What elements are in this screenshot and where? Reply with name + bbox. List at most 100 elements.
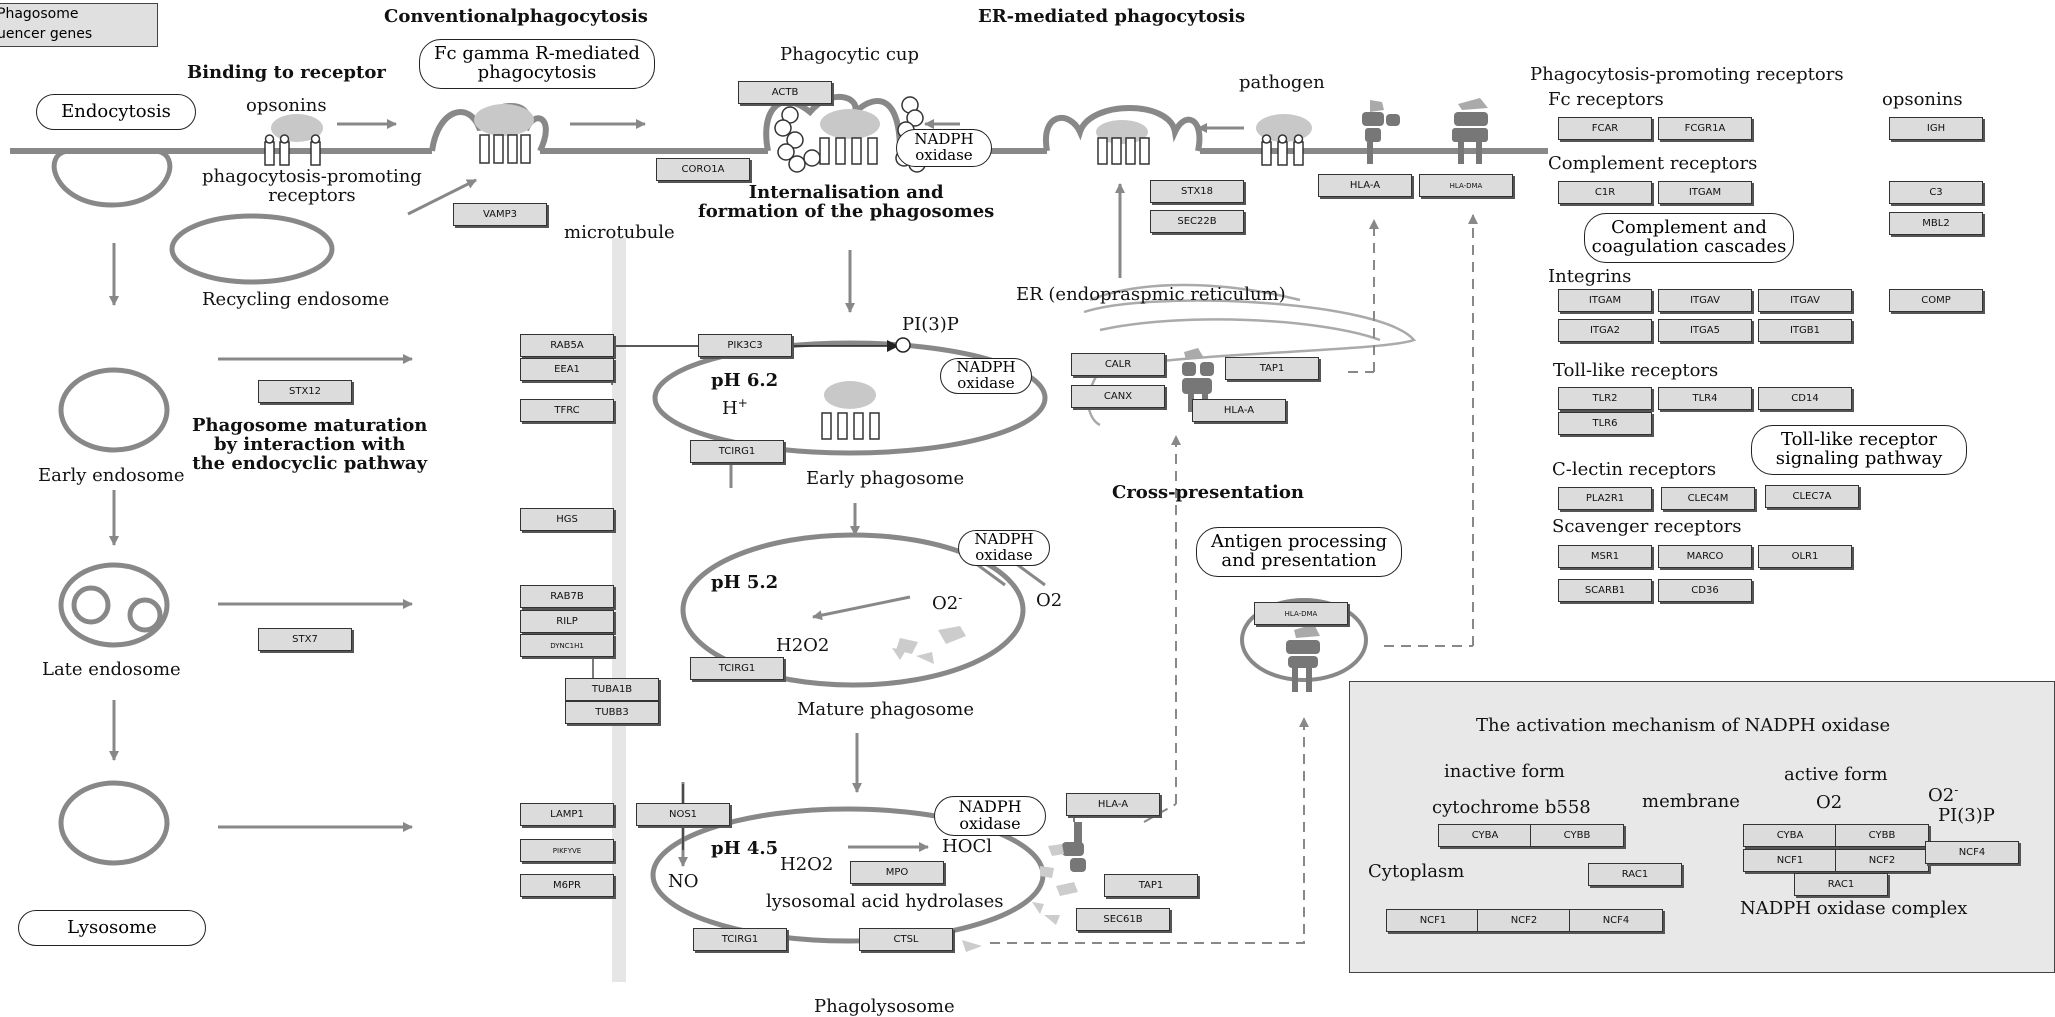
gene-itgam-integrin[interactable]: ITGAM: [1558, 289, 1652, 312]
gene-hla-dma-vesicle[interactable]: HLA-DMA: [1254, 602, 1348, 625]
label-recycling-endosome: Recycling endosome: [202, 289, 390, 310]
label-scavenger-receptors: Scavenger receptors: [1552, 516, 1742, 537]
antigen-processing-link[interactable]: Antigen processing and presentation: [1196, 527, 1402, 577]
gene-c3[interactable]: C3: [1889, 181, 1983, 204]
gene-hla-dma-top[interactable]: HLA-DMA: [1419, 174, 1513, 197]
label-no: NO: [668, 871, 699, 892]
gene-actb[interactable]: ACTB: [738, 81, 832, 104]
gene-pik3c3[interactable]: PIK3C3: [698, 334, 792, 357]
gene-mpo[interactable]: MPO: [850, 861, 944, 884]
label-inactive-form: inactive form: [1444, 761, 1565, 782]
gene-dync1h1[interactable]: DYNC1H1: [520, 634, 614, 657]
gene-ncf2-inactive[interactable]: NCF2: [1477, 909, 1571, 932]
gene-cyba-active[interactable]: CYBA: [1743, 824, 1837, 847]
gene-msr1[interactable]: MSR1: [1558, 545, 1652, 568]
label-hocl: HOCl: [942, 836, 992, 857]
gene-rilp[interactable]: RILP: [520, 610, 614, 633]
label-pathogen: pathogen: [1239, 72, 1325, 93]
gene-ncf1-active[interactable]: NCF1: [1743, 849, 1837, 872]
gene-stx7[interactable]: STX7: [258, 628, 352, 651]
receptor-group-5: [1261, 134, 1304, 166]
gene-hgs[interactable]: HGS: [520, 508, 614, 531]
gene-pla2r1[interactable]: PLA2R1: [1558, 487, 1652, 510]
er-network: [1083, 283, 1417, 427]
gene-itga2[interactable]: ITGA2: [1558, 319, 1652, 342]
gene-itgav-2[interactable]: ITGAV: [1758, 289, 1852, 312]
gene-fcgr1a[interactable]: FCGR1A: [1658, 117, 1752, 140]
gene-itgam-complement[interactable]: ITGAM: [1658, 181, 1752, 204]
gene-tap1-er[interactable]: TAP1: [1225, 357, 1319, 380]
early-phagosome-shape: [652, 340, 1048, 456]
gene-rac1-active[interactable]: RAC1: [1794, 873, 1888, 896]
receptor-group-1: [264, 134, 321, 166]
complement-cascades-link[interactable]: Complement and coagulation cascades: [1584, 213, 1794, 263]
gene-fcar[interactable]: FCAR: [1558, 117, 1652, 140]
gene-rab7b[interactable]: RAB7B: [520, 585, 614, 608]
gene-m6pr[interactable]: M6PR: [520, 874, 614, 897]
gene-cybb-inactive[interactable]: CYBB: [1530, 824, 1624, 847]
gene-marco[interactable]: MARCO: [1658, 545, 1752, 568]
label-panel-o2: O2: [1816, 792, 1843, 813]
gene-itga5[interactable]: ITGA5: [1658, 319, 1752, 342]
mhc-molecule-1: [1362, 100, 1400, 164]
gene-sec61b[interactable]: SEC61B: [1076, 908, 1170, 931]
receptors-panel-title: Phagocytosis-promoting receptors: [1530, 64, 1844, 85]
legend-line-2: uencer genes: [0, 26, 93, 42]
endocytosis-link[interactable]: Endocytosis: [36, 94, 196, 130]
gene-rac1-inactive[interactable]: RAC1: [1588, 863, 1682, 886]
gene-ncf1-inactive[interactable]: NCF1: [1386, 909, 1480, 932]
gene-rab5a[interactable]: RAB5A: [520, 334, 614, 357]
gene-tcirg1-lyso[interactable]: TCIRG1: [693, 928, 787, 951]
gene-ncf4-inactive[interactable]: NCF4: [1569, 909, 1663, 932]
gene-tcirg1-early[interactable]: TCIRG1: [690, 440, 784, 463]
lysosome-link[interactable]: Lysosome: [18, 910, 206, 946]
gene-cd14[interactable]: CD14: [1758, 387, 1852, 410]
gene-hla-a-er[interactable]: HLA-A: [1192, 399, 1286, 422]
gene-coro1a[interactable]: CORO1A: [656, 158, 750, 181]
label-mature-phagosome: Mature phagosome: [797, 699, 974, 720]
gene-igh[interactable]: IGH: [1889, 117, 1983, 140]
gene-tap1-lyso[interactable]: TAP1: [1104, 874, 1198, 897]
gene-stx12[interactable]: STX12: [258, 380, 352, 403]
gene-stx18[interactable]: STX18: [1150, 180, 1244, 203]
nadph-link-1: [974, 561, 1006, 587]
gene-clec7a[interactable]: CLEC7A: [1765, 485, 1859, 508]
gene-ctsl[interactable]: CTSL: [859, 928, 953, 951]
gene-pikfyve[interactable]: PIKFYVE: [520, 839, 614, 862]
gene-eea1[interactable]: EEA1: [520, 358, 614, 381]
pi3p-head: [895, 337, 911, 353]
gene-hla-a-top[interactable]: HLA-A: [1318, 174, 1412, 197]
gene-cd36[interactable]: CD36: [1658, 579, 1752, 602]
gene-tuba1b[interactable]: TUBA1B: [565, 678, 659, 701]
gene-nos1[interactable]: NOS1: [636, 803, 730, 826]
gene-ncf4-active[interactable]: NCF4: [1925, 841, 2019, 864]
gene-itgav-1[interactable]: ITGAV: [1658, 289, 1752, 312]
gene-tfrc[interactable]: TFRC: [520, 399, 614, 422]
gene-sec22b[interactable]: SEC22B: [1150, 210, 1244, 233]
gene-tcirg1-mature[interactable]: TCIRG1: [690, 657, 784, 680]
label-membrane: membrane: [1642, 791, 1740, 812]
tlr-signaling-link[interactable]: Toll-like receptor signaling pathway: [1751, 425, 1967, 475]
gene-itgb1[interactable]: ITGB1: [1758, 319, 1852, 342]
gene-tlr6[interactable]: TLR6: [1558, 412, 1652, 435]
gene-vamp3[interactable]: VAMP3: [453, 203, 547, 226]
gene-tubb3[interactable]: TUBB3: [565, 701, 659, 724]
gene-cybb-active[interactable]: CYBB: [1835, 824, 1929, 847]
gene-hla-a-lyso[interactable]: HLA-A: [1066, 793, 1160, 816]
gene-canx[interactable]: CANX: [1071, 385, 1165, 408]
gene-scarb1[interactable]: SCARB1: [1558, 579, 1652, 602]
gene-tlr4[interactable]: TLR4: [1658, 387, 1752, 410]
fc-gamma-phagocytosis-link[interactable]: Fc gamma R-mediated phagocytosis: [419, 39, 655, 89]
gene-mbl2[interactable]: MBL2: [1889, 212, 1983, 235]
gene-lamp1[interactable]: LAMP1: [520, 803, 614, 826]
gene-ncf2-active[interactable]: NCF2: [1835, 849, 1929, 872]
gene-comp[interactable]: COMP: [1889, 289, 1983, 312]
gene-olr1[interactable]: OLR1: [1758, 545, 1852, 568]
gene-clec4m[interactable]: CLEC4M: [1661, 487, 1755, 510]
gene-c1r[interactable]: C1R: [1558, 181, 1652, 204]
gene-cyba-inactive[interactable]: CYBA: [1438, 824, 1532, 847]
late-endosome-vesicle-1: [71, 585, 111, 625]
gene-calr[interactable]: CALR: [1071, 353, 1165, 376]
gene-tlr2[interactable]: TLR2: [1558, 387, 1652, 410]
